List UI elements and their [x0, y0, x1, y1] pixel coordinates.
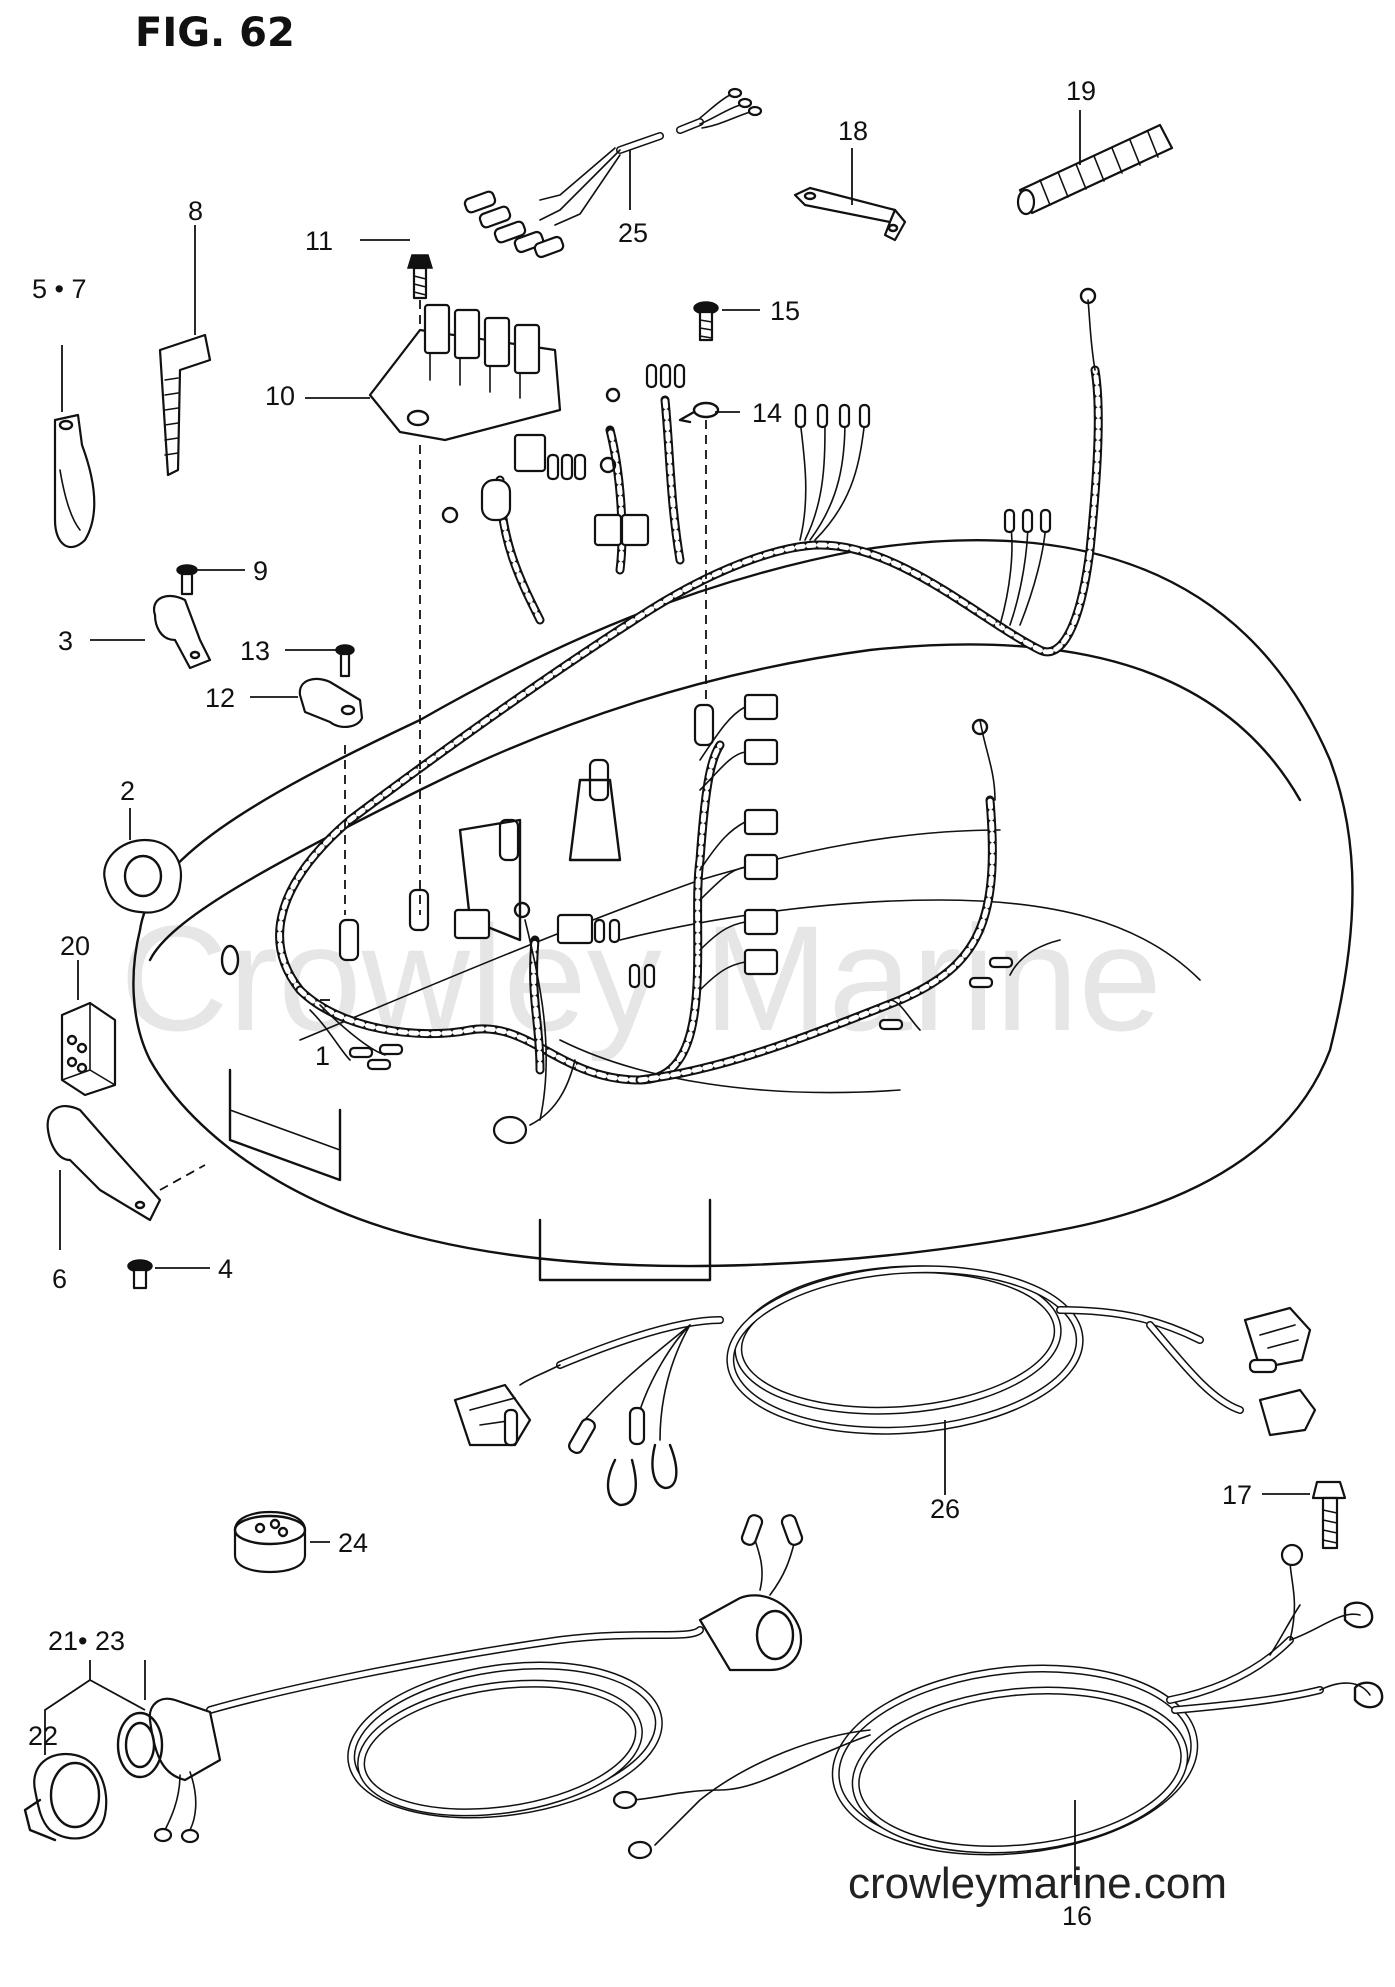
callout-16: 16	[1062, 1901, 1092, 1931]
callout-3: 3	[58, 626, 73, 656]
part-12-pad	[250, 677, 364, 915]
callout-5-7: 5 • 7	[32, 274, 87, 304]
part-10-connector-block	[368, 303, 562, 442]
part-11-bolt	[406, 254, 434, 330]
callout-8: 8	[188, 196, 203, 226]
callout-6: 6	[52, 1264, 67, 1294]
callout-21-23-leader	[44, 1660, 146, 1755]
callout-14: 14	[752, 398, 782, 428]
part-15-bolt	[693, 301, 719, 342]
callout-15: 15	[770, 296, 800, 326]
harness-connectors	[309, 387, 1061, 1145]
part-24-grommet	[233, 1510, 330, 1574]
main-wiring-harness	[275, 287, 1103, 1145]
part-18-bracket	[793, 148, 907, 242]
part-17-bolt	[1262, 1480, 1347, 1550]
part-16-main-cable	[206, 1514, 1384, 1885]
callout-12: 12	[205, 683, 235, 713]
part-20-connector	[60, 960, 117, 1097]
callout-21-23: 21• 23	[48, 1626, 125, 1656]
callout-24: 24	[338, 1528, 368, 1558]
part-2-grommet	[103, 808, 183, 914]
website-watermark: crowleymarine.com	[848, 1859, 1227, 1908]
part-3-clamp	[90, 594, 212, 670]
callout-25: 25	[618, 218, 648, 248]
callout-4: 4	[218, 1254, 233, 1284]
callout-26: 26	[930, 1494, 960, 1524]
watermark: Crowley Marine	[120, 894, 1162, 1062]
part-6-clamp	[46, 1104, 206, 1250]
callout-1: 1	[315, 1041, 330, 1071]
part-5-7-clamp	[53, 345, 96, 549]
part-19-spiral-tube	[1016, 110, 1174, 216]
callout-13: 13	[240, 636, 270, 666]
callout-9: 9	[253, 556, 268, 586]
part-21-23-socket	[116, 1697, 222, 1844]
tray-bosses	[338, 703, 715, 962]
part-25-wire-sleeve	[463, 87, 763, 259]
callout-19: 19	[1066, 76, 1096, 106]
callout-17: 17	[1222, 1480, 1252, 1510]
part-26-extension-harness	[453, 1265, 1317, 1507]
part-14-ring-terminal	[678, 401, 720, 424]
callout-18: 18	[838, 116, 868, 146]
part-13-screw	[285, 644, 355, 678]
part-9-screw	[176, 564, 245, 596]
leader-lines	[305, 239, 760, 1001]
callout-2: 2	[120, 776, 135, 806]
callout-20: 20	[60, 931, 90, 961]
callout-labels: 1 2 3 4 5 • 7 6 8 9 10 11 12 13 14 15 16…	[28, 76, 1252, 1931]
part-22-cap	[23, 1752, 108, 1842]
callout-10: 10	[265, 381, 295, 411]
part-4-bolt	[127, 1259, 210, 1290]
harness-terminals	[348, 363, 1052, 1071]
callout-11: 11	[305, 226, 333, 256]
figure-title: FIG. 62	[135, 10, 295, 56]
lower-cowl-tray	[132, 538, 1354, 1282]
part-8-cable-tie	[158, 225, 212, 477]
callout-22: 22	[28, 1721, 58, 1751]
